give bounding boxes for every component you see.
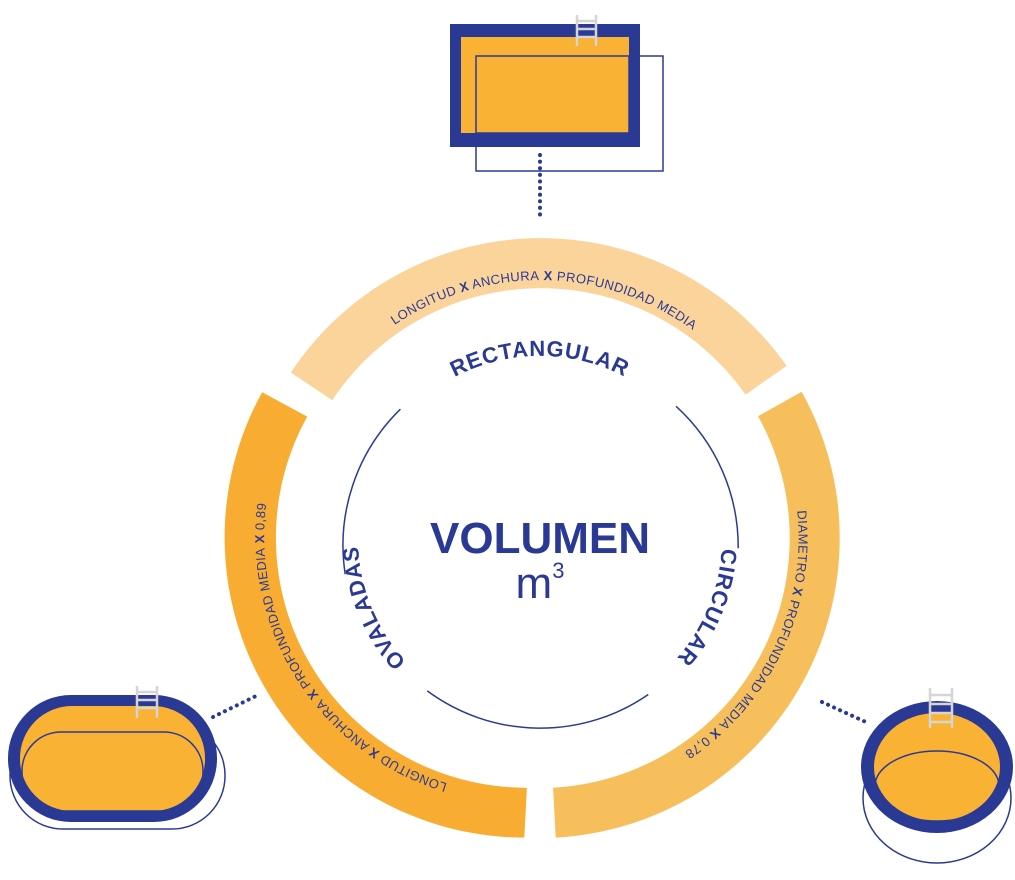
title-rectangular: RECTANGULAR [446, 336, 634, 382]
center-title: VOLUMEN [430, 514, 650, 563]
circular-pool-icon [861, 688, 1013, 864]
ladder-icon [928, 688, 954, 728]
center-unit-superscript: 3 [552, 558, 564, 583]
title-circular-text: CIRCULAR [672, 548, 740, 672]
title-ovaladas: OVALADAS [338, 545, 410, 675]
center-unit-letter: m [516, 559, 553, 608]
pool-water [874, 713, 1000, 821]
ring-segment-rectangular [290, 238, 787, 401]
title-rectangular-text: RECTANGULAR [446, 336, 633, 382]
pool-edge [21, 731, 204, 812]
multiply-sign: X [789, 582, 806, 598]
multiply-sign: X [252, 534, 267, 548]
pool-water [461, 37, 629, 133]
rectangular-pool-icon [450, 15, 664, 172]
connector-ovaladas [211, 694, 258, 719]
inner-circle-arc [342, 408, 401, 575]
oval-pool-icon [8, 686, 226, 830]
title-ovaladas-text: OVALADAS [338, 545, 409, 675]
inner-circle [342, 405, 739, 729]
ladder-icon [575, 15, 598, 46]
ring-segment-circular [553, 391, 840, 838]
multiply-sign: X [539, 268, 552, 283]
pool-water [20, 706, 205, 811]
ladder-icon [135, 686, 159, 718]
formula-term: 0,89 [252, 502, 269, 534]
pool-edge [874, 750, 1000, 822]
pool-edge [475, 55, 630, 134]
inner-circle-arc [675, 405, 739, 549]
ring-segment-ovaladas [224, 392, 527, 838]
title-circular: CIRCULAR [672, 548, 742, 672]
connector-circular [820, 700, 870, 725]
center-unit: m3 [516, 558, 565, 608]
inner-circle-arc [426, 690, 649, 729]
formula-term: DIAMETRO [792, 510, 811, 585]
multiply-sign: X [454, 278, 471, 296]
